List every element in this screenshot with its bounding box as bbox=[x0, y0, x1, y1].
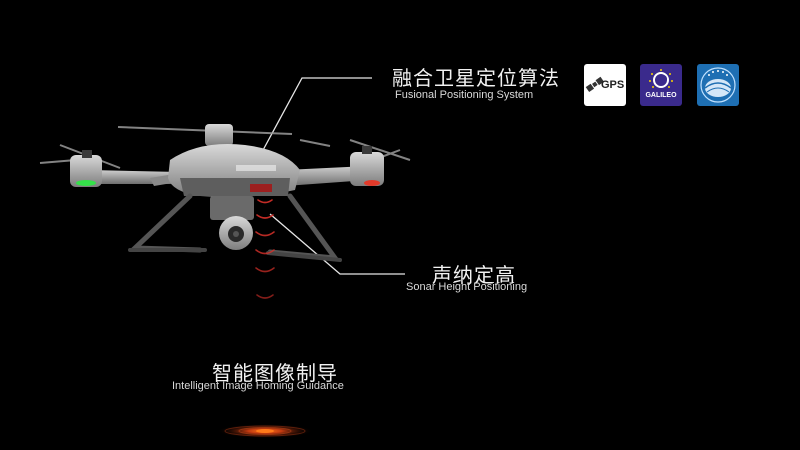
front-led-left bbox=[76, 180, 96, 186]
drone-body bbox=[168, 144, 300, 198]
positioning-title-zh: 融合卫星定位算法 bbox=[392, 66, 560, 90]
sonar-title-en: Sonar Height Positioning bbox=[406, 281, 528, 293]
rear-led-right bbox=[364, 180, 380, 186]
galileo-stars-icon bbox=[649, 69, 673, 88]
gps-logo-text: GPS bbox=[601, 79, 625, 91]
positioning-callout-line bbox=[261, 77, 372, 153]
motor-pods bbox=[70, 124, 384, 187]
beidou-logo bbox=[697, 64, 739, 106]
sonar-waves bbox=[255, 199, 275, 299]
gps-logo: GPS bbox=[584, 64, 626, 106]
sonar-title-zh: 声纳定高 bbox=[432, 263, 516, 287]
galileo-logo: GALILEO bbox=[640, 64, 682, 106]
landing-gear bbox=[128, 193, 342, 262]
homing-title-en: Intelligent Image Homing Guidance bbox=[172, 380, 344, 392]
homing-target bbox=[217, 424, 313, 438]
sonar-callout-line bbox=[269, 213, 405, 275]
beidou-globe-icon bbox=[700, 67, 736, 103]
galileo-logo-text: GALILEO bbox=[645, 92, 677, 99]
homing-title-zh: 智能图像制导 bbox=[212, 361, 338, 385]
positioning-title-en: Fusional Positioning System bbox=[395, 89, 534, 101]
gps-satellite-icon bbox=[585, 76, 604, 93]
gimbal-camera bbox=[210, 196, 254, 250]
